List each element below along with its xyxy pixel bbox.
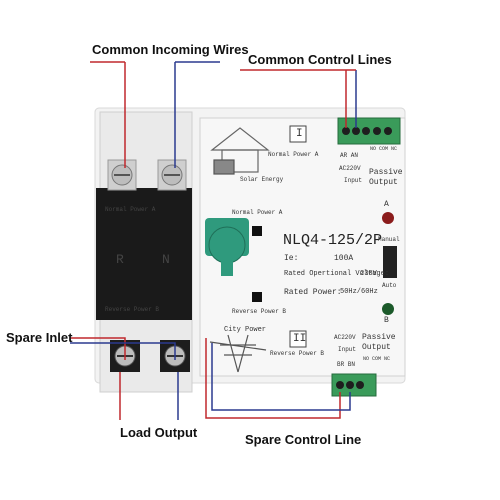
terminal-screws xyxy=(336,381,364,389)
manual-label: Manual xyxy=(378,236,400,243)
breaker-r-label: R xyxy=(116,252,124,267)
indicator-square xyxy=(252,292,262,302)
auto-label: Auto xyxy=(382,282,397,289)
breaker-front xyxy=(96,188,192,320)
input-top: Input xyxy=(344,177,363,184)
led-a-label: A xyxy=(384,200,389,209)
led-a-icon xyxy=(382,212,394,224)
solar-house-icon xyxy=(210,127,270,175)
label-spare-inlet: Spare Inlet xyxy=(6,330,73,345)
selector-knob[interactable] xyxy=(205,218,249,276)
voltage-value: 230V xyxy=(360,270,377,278)
terminals-top: AR AN xyxy=(340,152,359,159)
knob-reverse-label: Reverse Power B xyxy=(232,308,287,315)
label-common-control-lines: Common Control Lines xyxy=(248,52,392,67)
terminals-bottom: BR BN xyxy=(337,361,356,368)
roman-box xyxy=(289,330,307,348)
terminal-screws xyxy=(342,127,392,135)
screw-icon xyxy=(157,159,187,191)
led-b-label: B xyxy=(384,316,389,325)
power-pylon-icon xyxy=(209,334,267,373)
reverse-power-bottom: Reverse Power B xyxy=(270,350,325,357)
roman-top: I xyxy=(296,128,303,140)
power-label: Rated Power: xyxy=(284,288,342,297)
ac-top: AC220V xyxy=(339,165,361,172)
knob-normal-label: Normal Power A xyxy=(232,209,283,216)
voltage-label: Rated Opertional Voltage: xyxy=(284,270,390,278)
label-common-incoming-wires: Common Incoming Wires xyxy=(92,42,249,57)
callout-lines xyxy=(70,61,357,420)
roman-bottom: II xyxy=(293,333,307,345)
ac-bottom: AC220V xyxy=(334,334,356,341)
solar-energy-label: Solar Energy xyxy=(240,176,284,183)
screw-icon xyxy=(107,159,137,191)
output-bottom: Output xyxy=(362,343,391,352)
output-top: Output xyxy=(369,178,398,187)
ie-label: Ie: xyxy=(284,254,299,263)
ie-value: 100A xyxy=(334,254,354,263)
led-b-icon xyxy=(382,303,394,315)
passive-top: Passive xyxy=(369,168,403,177)
manual-auto-switch[interactable] xyxy=(383,246,397,278)
passive-bottom: Passive xyxy=(362,333,396,342)
power-value: 50Hz/60Hz xyxy=(340,288,378,296)
label-load-output: Load Output xyxy=(120,425,198,440)
model-number: NLQ4-125/2P xyxy=(283,232,383,249)
noc-bottom: NO COM NC xyxy=(363,356,391,362)
normal-power-top: Normal Power A xyxy=(268,151,319,158)
city-power-label: City Power xyxy=(224,326,267,334)
indicator-square xyxy=(252,226,262,236)
noc-top: NO COM NC xyxy=(370,146,398,152)
label-spare-control-line: Spare Control Line xyxy=(245,432,362,447)
input-bottom: Input xyxy=(338,346,357,353)
breaker-n-label: N xyxy=(162,252,170,267)
breaker-bottom-label: Reverse Power B xyxy=(105,306,160,313)
roman-box xyxy=(289,125,307,143)
breaker-top-label: Normal Power A xyxy=(105,206,156,213)
